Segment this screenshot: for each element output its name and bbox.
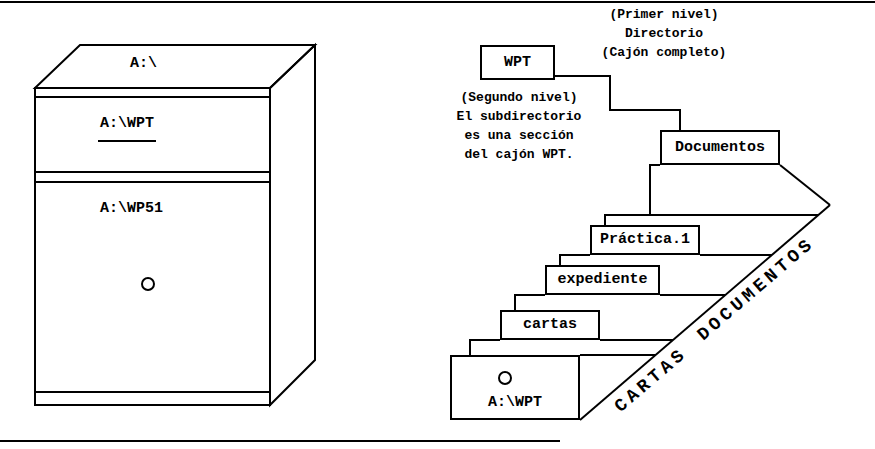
cabinet-side	[270, 45, 315, 405]
annotation: (Primer nivel) Directorio (Cajón complet…	[600, 5, 728, 62]
filing-cabinet: A:\ A:\WPT A:\WP51	[35, 45, 315, 405]
page-rule	[0, 1, 875, 3]
cabinet-top	[35, 45, 315, 88]
folder-edge	[470, 340, 500, 355]
folder-edge	[605, 215, 818, 225]
node-label: A:\WPT	[488, 394, 542, 412]
node-label: cartas	[523, 316, 577, 334]
node-label: A:\WP51	[100, 200, 163, 218]
node-label: expediente	[557, 271, 647, 289]
folder-tab: Práctica.1	[590, 225, 700, 255]
cabinet-rim	[35, 96, 270, 98]
drawer-line	[35, 181, 270, 183]
folder-edge	[515, 295, 545, 310]
folder-edge	[600, 339, 673, 341]
node-label: A:\WPT	[100, 115, 154, 133]
cabinet-base	[35, 391, 270, 393]
folder-tab: expediente	[545, 265, 660, 295]
folder-edge	[650, 165, 660, 215]
folder-edge	[580, 354, 656, 356]
folder-edge	[660, 294, 725, 296]
folder-edge	[780, 165, 830, 205]
directory-box: WPT	[480, 45, 555, 80]
node-label: WPT	[504, 54, 531, 72]
node-label: Documentos	[675, 139, 765, 157]
folder-handle	[499, 372, 511, 384]
subdirectory-box: Documentos	[660, 130, 780, 165]
folder-tab: cartas	[500, 310, 600, 340]
drawer-side	[580, 205, 830, 420]
side-label: CARTAS	[611, 343, 691, 416]
folder-front: A:\WPT	[450, 355, 580, 420]
label-holder	[98, 140, 156, 142]
cabinet-drawer: A:\WPT	[35, 97, 270, 172]
node-label: A:\	[130, 55, 157, 73]
drawer-handle	[142, 278, 154, 290]
annotation: (Segundo nivel) El subdirectorio es una …	[455, 88, 583, 164]
folder-edge	[700, 254, 772, 256]
cabinet-drawer: A:\WP51	[35, 182, 270, 392]
drawer-line	[35, 171, 270, 173]
folder-edge	[560, 255, 590, 265]
side-label: DOCUMENTOS	[693, 233, 818, 345]
node-label: Práctica.1	[600, 231, 690, 249]
page-rule	[0, 440, 560, 442]
cabinet-front	[35, 88, 270, 405]
